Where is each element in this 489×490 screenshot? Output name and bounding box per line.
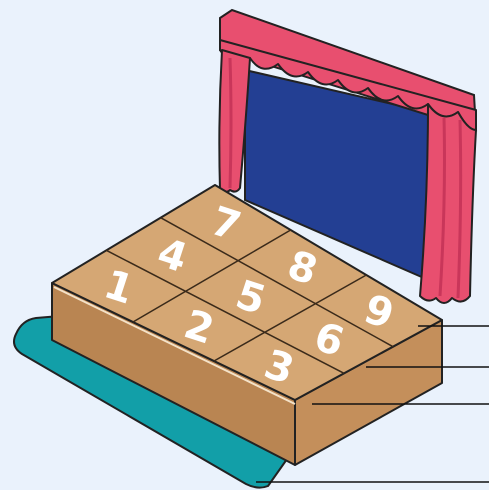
curtain-right: [420, 104, 476, 303]
curtain-left-fold: [230, 58, 231, 188]
